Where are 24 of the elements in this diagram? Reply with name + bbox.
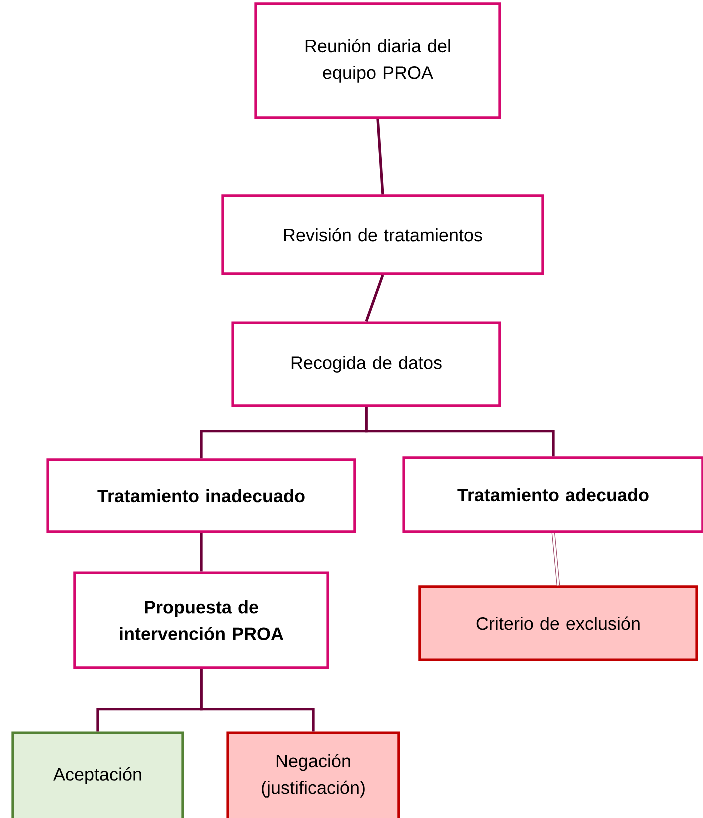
connector-line <box>376 119 384 195</box>
process-box <box>232 322 502 408</box>
process-box <box>402 456 703 534</box>
node-label: Reunión diaria del equipo PROA <box>306 39 450 83</box>
connector-line <box>200 533 203 572</box>
node-label: Tratamiento adecuado <box>458 488 649 502</box>
process-box <box>222 194 544 276</box>
node-label: Tratamiento inadecuado <box>98 489 305 503</box>
node-label: Negación (justificación) <box>262 754 365 798</box>
connector-line <box>365 407 555 457</box>
process-box <box>12 732 184 818</box>
node-label: Criterio de exclusión <box>476 616 640 630</box>
connector-line <box>552 533 560 586</box>
process-box <box>46 458 356 534</box>
process-box <box>254 2 502 120</box>
connector-line <box>365 274 384 322</box>
process-box <box>74 572 330 670</box>
node-label: Recogida de datos <box>292 356 442 373</box>
process-box <box>418 586 698 662</box>
node-label: Revisión de tratamientos <box>284 228 482 242</box>
connector-line <box>200 669 315 732</box>
process-box <box>226 732 400 818</box>
node-label: Aceptación <box>54 768 142 785</box>
node-label: Propuesta de intervención PROA <box>120 600 284 640</box>
